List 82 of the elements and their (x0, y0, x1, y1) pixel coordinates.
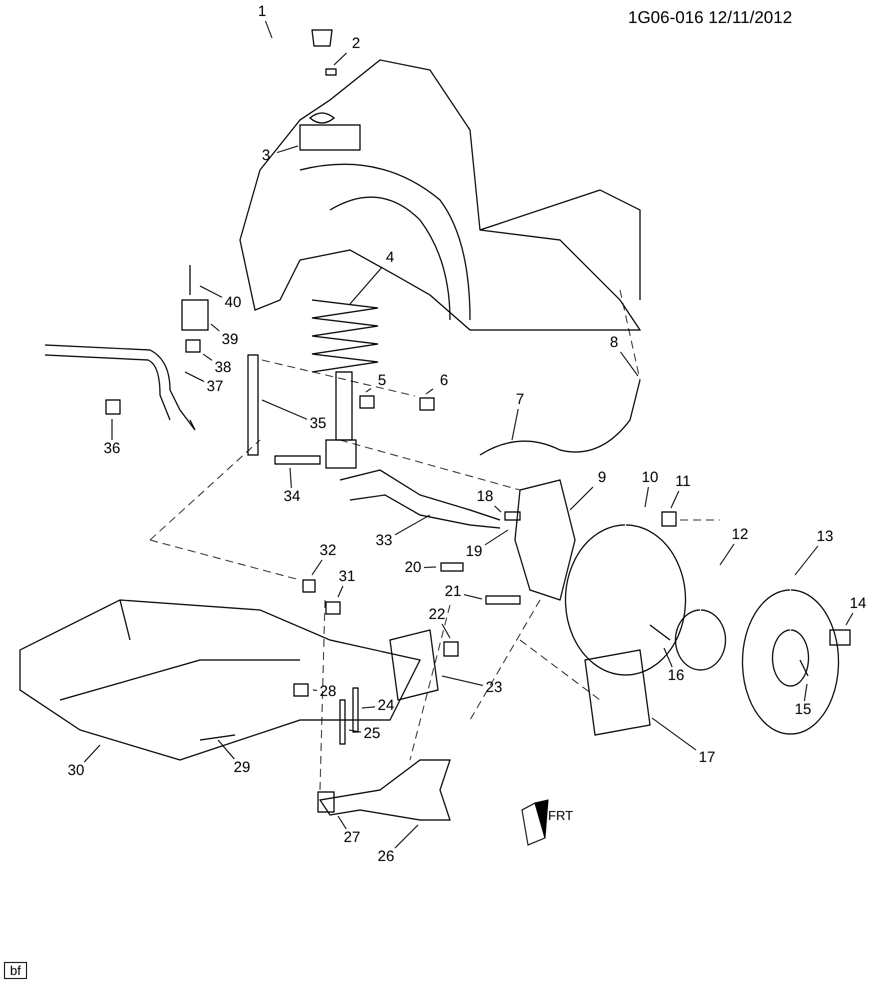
leader-line (394, 514, 430, 536)
leader-line (804, 684, 808, 702)
callout-number: 32 (317, 542, 339, 560)
callout-number: 4 (379, 249, 401, 267)
leader-line (664, 648, 673, 668)
leader-line (512, 408, 519, 440)
callout-number: 33 (373, 532, 395, 550)
callout-number: 26 (375, 848, 397, 866)
callout-number: 20 (402, 559, 424, 577)
leader-line (218, 740, 235, 760)
leader-line (442, 676, 484, 686)
callout-number: 5 (371, 372, 393, 390)
callout-number: 39 (219, 331, 241, 349)
callout-number: 36 (101, 440, 123, 458)
callout-number: 18 (474, 488, 496, 506)
callout-number: 15 (792, 701, 814, 719)
leader-line (348, 730, 362, 733)
sheet-code: bf (4, 962, 27, 979)
leader-line (312, 690, 318, 692)
callout-number: 13 (814, 528, 836, 546)
leader-line (262, 400, 308, 420)
leader-line (362, 706, 376, 708)
leader-line (394, 824, 418, 848)
callout-number: 1 (251, 3, 273, 21)
direction-label: FRT (548, 808, 574, 823)
callout-number: 40 (222, 294, 244, 312)
leader-line (464, 594, 482, 600)
leader-line (652, 718, 696, 750)
leader-line (312, 560, 322, 576)
leader-line (264, 20, 272, 38)
callout-number: 19 (463, 543, 485, 561)
leader-line (670, 490, 680, 508)
callout-number: 37 (204, 378, 226, 396)
leader-line (570, 486, 594, 510)
callout-number: 12 (729, 526, 751, 544)
leader-line (644, 486, 649, 508)
leader-line (210, 324, 220, 332)
leader-line (334, 52, 348, 66)
leader-line (484, 530, 508, 546)
leader-line (442, 624, 450, 638)
leader-line (202, 354, 212, 361)
callout-number: 21 (442, 583, 464, 601)
leader-line (494, 506, 502, 512)
callout-number: 29 (231, 759, 253, 777)
leader-line (200, 286, 222, 298)
callout-number: 10 (639, 469, 661, 487)
callout-number: 25 (361, 725, 383, 743)
leader-line (276, 146, 298, 154)
callout-number: 27 (341, 829, 363, 847)
callout-number: 38 (212, 359, 234, 377)
callout-number: 34 (281, 488, 303, 506)
leader-line (720, 544, 734, 566)
leader-line (620, 352, 638, 376)
callout-number: 6 (433, 372, 455, 390)
leader-line (426, 388, 434, 394)
leader-line (846, 612, 854, 626)
callout-number: 9 (591, 469, 613, 487)
callout-number: 35 (307, 415, 329, 433)
callout-number: 17 (696, 749, 718, 767)
callout-number: 22 (426, 606, 448, 624)
callout-number: 23 (483, 679, 505, 697)
leader-line (424, 566, 436, 568)
leader-line (338, 586, 344, 598)
callout-number: 31 (336, 568, 358, 586)
leader-line (84, 744, 100, 762)
leader-line (290, 468, 292, 488)
drawing-number: 1G06-016 12/11/2012 (628, 8, 792, 28)
leader-line (794, 546, 818, 576)
callout-number: 30 (65, 762, 87, 780)
leader-line (350, 266, 383, 304)
leader-line (184, 372, 204, 382)
leader-line (366, 388, 372, 392)
callout-number: 11 (672, 473, 694, 491)
callout-number: 28 (317, 683, 339, 701)
callout-number: 2 (345, 35, 367, 53)
callout-number: 3 (255, 147, 277, 165)
callout-number: 24 (375, 697, 397, 715)
callout-number: 14 (847, 595, 869, 613)
callout-number: 8 (603, 334, 625, 352)
callout-number: 7 (509, 391, 531, 409)
leader-line (338, 816, 347, 830)
callout-number: 16 (665, 667, 687, 685)
